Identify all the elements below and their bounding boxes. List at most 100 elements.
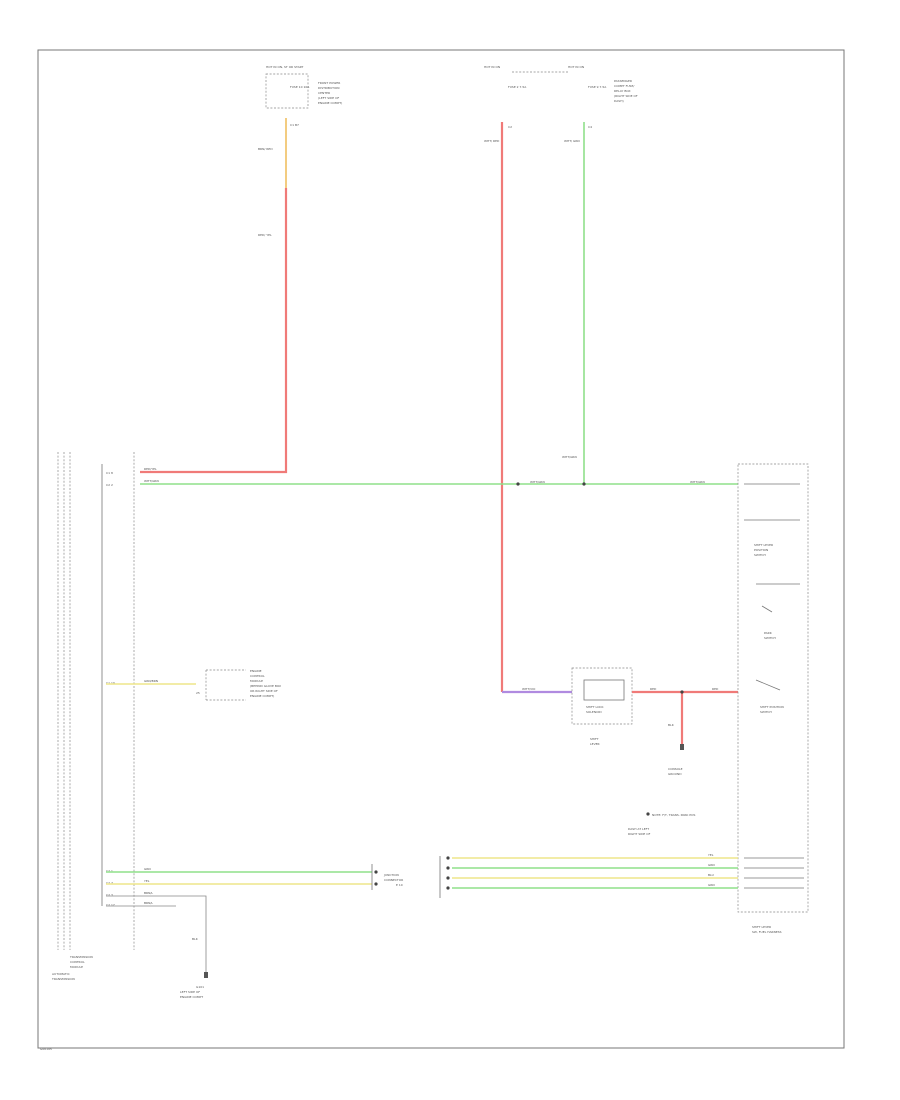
- tcm-name-0: TRANSMISSION: [69, 955, 93, 959]
- tcm-sub-1: TRANSMISSION: [51, 977, 75, 981]
- fuse-left-wire: BRN/ RED: [258, 147, 273, 151]
- label-red-wire: RED: [650, 687, 657, 691]
- rm-module-2: SWITCH: [754, 553, 766, 557]
- fuse-left: HOT IN ON, ST OR START FUSE 10 10A FRONT…: [258, 65, 342, 151]
- tcm-module: C1 8 C2 2 C1 19 C2 1 C2 7 C2 3 C2 17 TRA…: [51, 452, 159, 981]
- gnd-bottom-2: ENGINE COMPT: [180, 995, 203, 999]
- fuse-left-desc-2: CENTER: [318, 91, 330, 95]
- fuse-left-desc-0: FRONT POWER: [318, 81, 340, 85]
- rm-switch-2: [755, 679, 781, 691]
- fuse-right-wire: WHT/ GRN: [564, 139, 580, 143]
- fuse-mid-pin: C2: [508, 125, 512, 129]
- wire-bus-3: [106, 895, 207, 972]
- fuse-right-desc-4: DASH): [614, 99, 624, 103]
- tcm-wire-0: RED/YEL: [144, 467, 157, 471]
- shift-switch-1: LEVER: [590, 742, 600, 746]
- fuse-mid-wire: WHT/ RED: [484, 139, 500, 143]
- note-marker: [646, 812, 650, 816]
- label-wht-grn-end: WHT/GRN: [690, 480, 705, 484]
- tcm-wire-1: WHT/GRN: [144, 479, 159, 483]
- ecm-0: ENGINE: [250, 669, 262, 673]
- bus-wire-0: GRN: [144, 867, 151, 871]
- label-blk-wire: BLK: [668, 723, 675, 727]
- tcm-pin-4: C2 7: [106, 881, 113, 885]
- diagram-code: G00195: [40, 1047, 52, 1051]
- bus-wire-2: BRN/L: [144, 891, 153, 895]
- rbus-wire-2: BLU: [708, 873, 714, 877]
- conn-pin-4: [446, 886, 450, 890]
- shift-lock-label-0: SHIFT LOCK: [586, 705, 605, 709]
- tcm-name-2: MODULE: [70, 965, 83, 969]
- fuse-left-box: [265, 73, 309, 109]
- rbus-wire-3: GRN: [708, 883, 715, 887]
- rm-module-0: SHIFT LEVER: [754, 543, 773, 547]
- ecm-1: CONTROL: [250, 674, 265, 678]
- fuse-right-desc-3: (RIGHT SIDE OF: [614, 94, 638, 98]
- connector-1: CONNECTOR: [384, 878, 403, 882]
- note-label-1: RIGHT SIDE OF: [628, 832, 651, 836]
- ground-label-1: GROUND: [668, 772, 682, 776]
- ground-label-0: CONSOLE: [668, 767, 683, 771]
- fuse-left-desc-4: ENGINE COMPT): [318, 101, 342, 105]
- shift-lock-label-1: SOLENOID: [586, 710, 602, 714]
- bus-wire-1: YEL: [144, 879, 150, 883]
- fuse-right: HOT IN ON FUSE 9 7.5A PASSENGER COMPT FU…: [564, 65, 638, 143]
- fuse-mid-fuse: FUSE 2 7.5A: [508, 85, 527, 89]
- rm-module-1: POSITION: [754, 548, 768, 552]
- ecm-module: 25 ENGINE CONTROL MODULE (BEHIND GLOVE B…: [196, 669, 281, 701]
- fuse-right-pin: C4: [588, 125, 592, 129]
- fuse-right-hot: HOT IN ON: [568, 65, 584, 69]
- fuse-left-hot: HOT IN ON, ST OR START: [266, 65, 304, 69]
- tcm-pin-1: C2 2: [106, 483, 113, 487]
- fuse-right-desc-1: COMPT FUSE/: [614, 84, 635, 88]
- ecm-2: MODULE: [250, 679, 263, 683]
- connector-2: E 10: [396, 883, 403, 887]
- gnd-bottom-0: G101: [196, 985, 204, 989]
- label-wht-grn-right: WHT/GRN: [562, 455, 577, 459]
- label-ecm-wire: GRN/BRN: [144, 679, 158, 683]
- diagram-frame: [37, 49, 845, 1049]
- fuse-right-desc-0: PASSENGER: [614, 79, 632, 83]
- tcm-pin-0: C1 8: [106, 471, 113, 475]
- gnd-bottom-1: LEFT SIDE OF: [180, 990, 200, 994]
- fuse-left-desc-1: DISTRIBUTION: [318, 86, 339, 90]
- fuse-mid: HOT IN ON FUSE 2 7.5A C2 WHT/ RED: [484, 65, 527, 143]
- note-ref: NOTE: F/T, TRANS. PARK POS: [652, 813, 696, 817]
- conn-pin-2: [446, 866, 450, 870]
- tcm-pin-3: C2 1: [106, 869, 113, 873]
- note-label-0: DASH AT LEFT: [628, 827, 649, 831]
- label-purple: WHT/VIO: [522, 687, 536, 691]
- rm-bottom-1: SW, FUEL HARNESS: [752, 930, 782, 934]
- blk-bottom: BLK: [192, 937, 199, 941]
- tcm-pin-6: C2 17: [106, 903, 115, 907]
- right-module-box: [737, 463, 809, 913]
- rm-switch-1: [761, 605, 773, 613]
- ecm-4: OR RIGHT SIDE OF: [250, 689, 278, 693]
- splice-3: [680, 690, 684, 694]
- rbus-wire-0: YEL: [708, 853, 714, 857]
- ground-symbol: [680, 744, 684, 750]
- ground-symbol-bottom: [204, 972, 208, 978]
- rm-pos-0: SHIFT POSITION: [760, 705, 784, 709]
- wire-red-left-lower: [140, 188, 288, 474]
- fuse-right-fuse: FUSE 9 7.5A: [588, 85, 607, 89]
- label-red-wire-2: RED: [712, 687, 719, 691]
- conn-pin-5: [374, 870, 378, 874]
- shift-lock-solenoid: SHIFT LOCK SOLENOID SHIFT LEVER: [571, 667, 633, 746]
- ecm-3: (BEHIND GLOVE BOX: [250, 684, 281, 688]
- rm-park-1: SWITCH: [764, 636, 776, 640]
- tcm-pin-5: C2 3: [106, 893, 113, 897]
- rm-park-0: PARK: [764, 631, 773, 635]
- connector-0: JUNCTION: [383, 873, 399, 877]
- shift-lock-inner: [583, 679, 625, 701]
- conn-pin-1: [446, 856, 450, 860]
- conn-pin-6: [374, 882, 378, 886]
- rm-pos-1: SWITCH: [760, 710, 772, 714]
- shift-lock-outer: [571, 667, 633, 725]
- conn-pin-3: [446, 876, 450, 880]
- splice-1: [516, 482, 520, 486]
- fuse-left-desc-3: (LEFT SIDE OF: [318, 96, 340, 100]
- ecm-pin: 25: [196, 691, 200, 695]
- rbus-wire-1: GRN: [708, 863, 715, 867]
